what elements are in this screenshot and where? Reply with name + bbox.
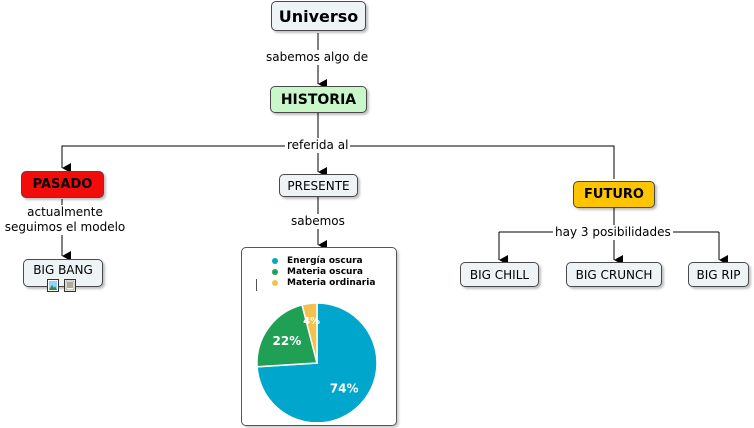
link-label-referida-al: referida al <box>285 138 351 153</box>
legend-label: Energía oscura <box>287 256 363 266</box>
image-resource-icon[interactable] <box>47 279 59 292</box>
concept-big-rip[interactable]: BIG RIP <box>688 262 749 287</box>
pie-slice-materia-ordinaria <box>301 302 318 364</box>
legend-item-energia-oscura: Energía oscura <box>272 256 363 266</box>
legend-label: Materia oscura <box>287 267 363 277</box>
pie-chart: 74% 22%4% <box>256 302 378 422</box>
link-label-sabemos-algo-de: sabemos algo de <box>264 50 371 65</box>
concept-presente[interactable]: PRESENTE <box>279 174 358 197</box>
concept-big-crunch[interactable]: BIG CRUNCH <box>566 262 662 287</box>
pie-label-materia-oscura: 22% <box>273 334 302 348</box>
pie-label-materia-ordinaria: 4% <box>303 316 320 327</box>
concept-big-bang[interactable]: BIG BANG <box>23 259 103 287</box>
legend-swatch <box>272 269 278 275</box>
legend-item-materia-ordinaria: Materia ordinaria <box>272 278 375 288</box>
big-bang-label: BIG BANG <box>33 263 93 277</box>
pie-label-energia-oscura: 74% <box>330 381 359 395</box>
link-label-sabemos: sabemos <box>289 214 347 229</box>
concept-pasado[interactable]: PASADO <box>21 171 104 198</box>
link-label-hay-3-posibilidades: hay 3 posibilidades <box>553 225 673 240</box>
pie-chart-panel[interactable]: Energía oscura Materia oscura Materia or… <box>241 247 397 426</box>
concept-universo[interactable]: Universo <box>271 1 366 31</box>
concept-big-chill[interactable]: BIG CHILL <box>460 262 539 287</box>
legend-item-materia-oscura: Materia oscura <box>272 267 363 277</box>
concept-futuro[interactable]: FUTURO <box>573 181 655 208</box>
legend-swatch <box>272 258 278 264</box>
link-label-actualmente: actualmente seguimos el modelo <box>1 205 129 235</box>
legend-swatch <box>272 280 278 286</box>
text-cursor-mark <box>256 279 257 291</box>
concept-historia[interactable]: HISTORIA <box>270 86 367 113</box>
pie-slice-materia-oscura <box>256 303 318 368</box>
legend-label: Materia ordinaria <box>287 278 376 288</box>
document-resource-icon[interactable] <box>64 279 76 292</box>
